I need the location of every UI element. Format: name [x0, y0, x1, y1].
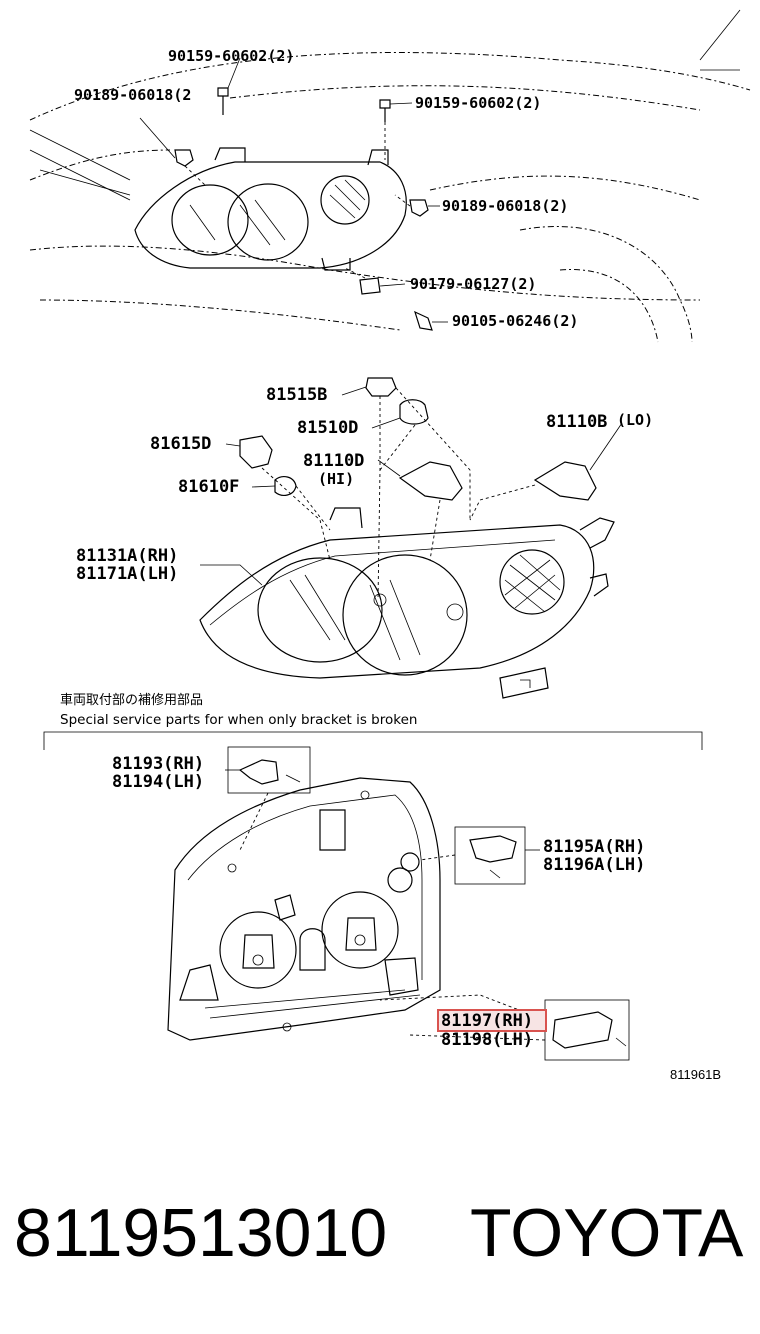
bulb-81610f-label: 81610F [178, 477, 239, 497]
headlamp-rear-drawing [167, 777, 441, 1041]
bolt-right-label: 90159-60602(2) [415, 94, 541, 112]
screw-lower-label: 90105-06246(2) [452, 312, 578, 330]
socket-81615d-label: 81615D [150, 434, 211, 454]
bulb-81510d-label: 81510D [297, 418, 358, 438]
headlamp-exploded-drawing [199, 377, 623, 699]
diagram-code: 811961B [670, 1067, 721, 1082]
headlamp-installed-drawing [134, 57, 448, 331]
bolt-upper-label: 90159-60602(2) [168, 47, 294, 65]
bracket-81193-label: 81193(RH) [112, 754, 204, 774]
unit-rh-label: 81131A(RH) [76, 546, 178, 566]
bracket-inset-81193 [225, 746, 311, 794]
service-parts-heading-en: Special service parts for when only brac… [60, 712, 417, 728]
bracket-81195a-label: 81195A(RH) [543, 837, 645, 857]
bracket-81197-label: 81197(RH) [441, 1011, 533, 1031]
bottom-leader-lines [239, 792, 546, 1041]
nut-lower-label: 90179-06127(2) [410, 275, 536, 293]
bracket-inset-81197 [544, 999, 630, 1061]
brand-name: TOYOTA [470, 1195, 744, 1271]
bulb-81110d-suffix: (HI) [318, 470, 354, 488]
section-bracket-line [43, 731, 703, 750]
bracket-inset-81195a [454, 826, 540, 885]
bulb-81110b-label: 81110B [546, 412, 607, 432]
bulb-81110d-label: 81110D [303, 451, 364, 471]
unit-lh-label: 81171A(LH) [76, 564, 178, 584]
bulb-81110b-suffix: (LO) [617, 411, 653, 429]
vehicle-body-outline [29, 9, 751, 343]
bracket-81194-label: 81194(LH) [112, 772, 204, 792]
clip-left-label: 90189-06018(2 [74, 86, 191, 104]
socket-81515b-label: 81515B [266, 385, 327, 405]
part-number: 8119513010 [14, 1195, 387, 1271]
bracket-81198-label: 81198(LH) [441, 1030, 533, 1050]
bracket-81197-highlight [437, 1009, 547, 1032]
bracket-81196a-label: 81196A(LH) [543, 855, 645, 875]
service-parts-heading-jp: 車両取付部の補修用部品 [60, 693, 203, 708]
clip-right-label: 90189-06018(2) [442, 197, 568, 215]
